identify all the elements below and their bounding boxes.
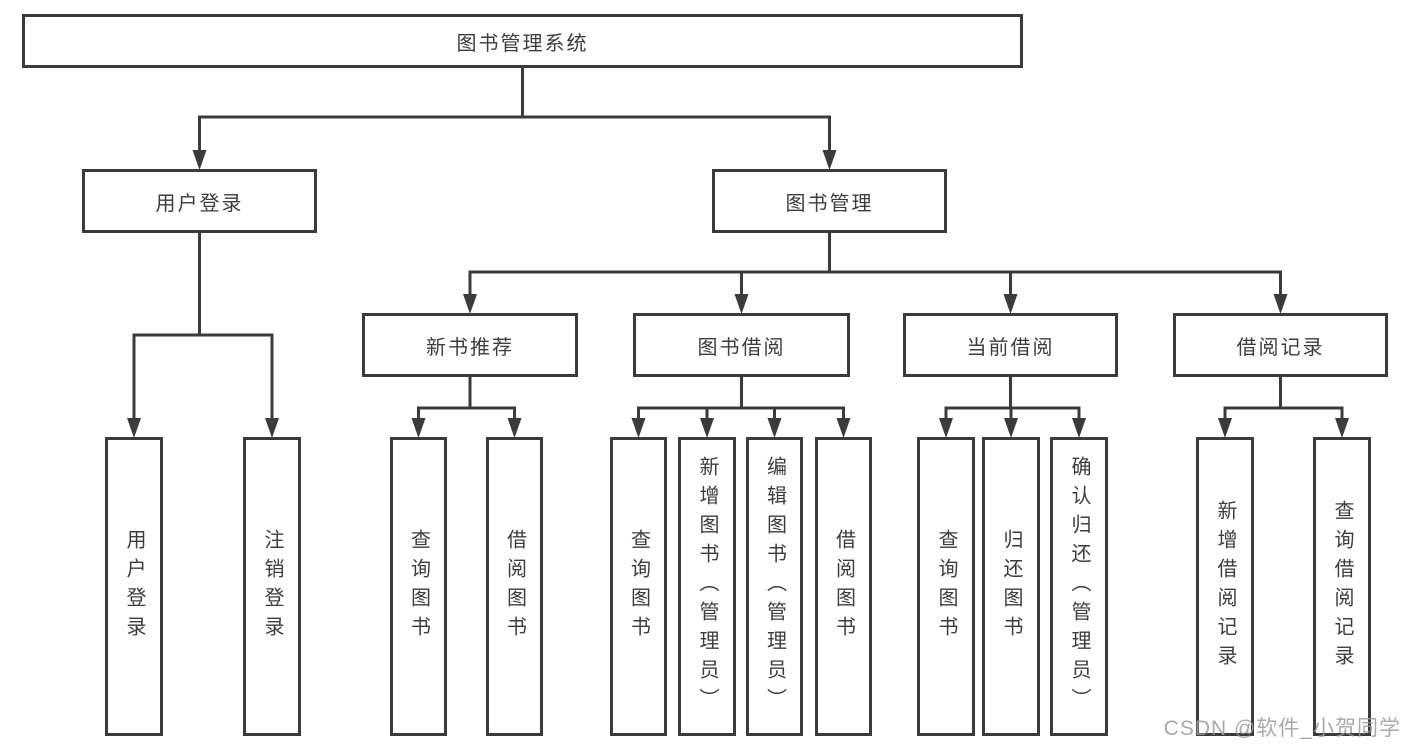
- node-leaf-bb-query-label: 查询图书: [627, 528, 650, 645]
- node-leaf-logout-label: 注销登录: [261, 528, 283, 645]
- node-user-login: 用户登录: [82, 169, 317, 233]
- arrowhead-icon: [822, 150, 837, 170]
- arrowhead-icon: [265, 418, 279, 438]
- watermark: CSDN @软件_小贺同学: [1163, 717, 1401, 740]
- arrowhead-icon: [1335, 418, 1349, 438]
- node-leaf-nbr-query-label: 查询图书: [407, 528, 430, 645]
- arrowhead-icon: [836, 418, 851, 438]
- arrowhead-icon: [1072, 418, 1086, 438]
- node-leaf-cb-return-label: 归还图书: [1000, 528, 1022, 645]
- node-user-login-label: 用户登录: [155, 192, 244, 215]
- node-current-borrow: 当前借阅: [903, 313, 1118, 377]
- arrowhead-icon: [939, 418, 953, 438]
- node-leaf-bb-query: 查询图书: [610, 437, 667, 736]
- node-leaf-br-add: 新增借阅记录: [1196, 437, 1254, 736]
- node-book-mgmt-label: 图书管理: [785, 192, 874, 215]
- node-leaf-cb-confirm: 确认归还（管理员）: [1050, 437, 1108, 736]
- node-leaf-nbr-query: 查询图书: [390, 437, 447, 736]
- node-root-label: 图书管理系统: [456, 32, 589, 55]
- node-book-mgmt: 图书管理: [712, 169, 947, 233]
- node-leaf-nbr-borrow: 借阅图书: [486, 437, 543, 736]
- arrowhead-icon: [1003, 294, 1018, 314]
- arrowhead-icon: [507, 418, 522, 438]
- node-leaf-br-query: 查询借阅记录: [1313, 437, 1371, 736]
- arrowhead-icon: [1218, 418, 1232, 438]
- node-leaf-user-login-label: 用户登录: [123, 528, 145, 645]
- node-new-book-rec-label: 新书推荐: [426, 336, 514, 359]
- node-leaf-br-query-label: 查询借阅记录: [1331, 499, 1353, 674]
- node-leaf-bb-borrow: 借阅图书: [815, 437, 872, 736]
- arrowhead-icon: [192, 150, 207, 170]
- node-root: 图书管理系统: [22, 14, 1023, 68]
- node-book-borrow: 图书借阅: [633, 313, 850, 377]
- node-leaf-bb-add: 新增图书（管理员）: [678, 437, 736, 736]
- node-leaf-bb-add-label: 新增图书（管理员）: [696, 456, 718, 717]
- node-book-borrow-label: 图书借阅: [697, 336, 786, 359]
- node-leaf-cb-confirm-label: 确认归还（管理员）: [1068, 456, 1090, 717]
- node-leaf-bb-edit-label: 编辑图书（管理员）: [763, 456, 786, 717]
- node-leaf-cb-query: 查询图书: [917, 437, 975, 736]
- node-leaf-bb-edit: 编辑图书（管理员）: [746, 437, 803, 736]
- node-new-book-rec: 新书推荐: [362, 313, 578, 377]
- node-leaf-br-add-label: 新增借阅记录: [1214, 499, 1236, 674]
- node-leaf-user-login: 用户登录: [105, 437, 163, 736]
- node-current-borrow-label: 当前借阅: [966, 336, 1055, 359]
- node-leaf-logout: 注销登录: [243, 437, 301, 736]
- arrowhead-icon: [734, 294, 749, 314]
- arrowhead-icon: [127, 418, 141, 438]
- arrowhead-icon: [1273, 294, 1288, 314]
- node-leaf-cb-return: 归还图书: [982, 437, 1040, 736]
- node-borrow-record-label: 借阅记录: [1236, 336, 1325, 359]
- node-borrow-record: 借阅记录: [1173, 313, 1388, 377]
- node-leaf-nbr-borrow-label: 借阅图书: [503, 528, 526, 645]
- arrowhead-icon: [1004, 418, 1018, 438]
- arrowhead-icon: [463, 294, 477, 314]
- node-leaf-cb-query-label: 查询图书: [935, 528, 957, 645]
- arrowhead-icon: [700, 418, 714, 438]
- arrowhead-icon: [767, 418, 782, 438]
- node-leaf-bb-borrow-label: 借阅图书: [832, 528, 855, 645]
- arrowhead-icon: [411, 418, 426, 438]
- arrowhead-icon: [631, 418, 646, 438]
